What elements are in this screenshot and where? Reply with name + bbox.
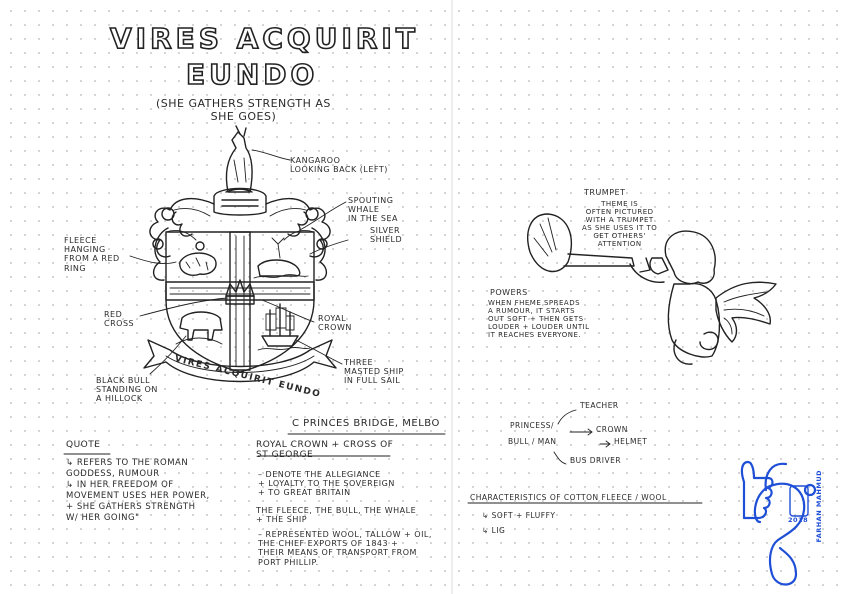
annotation-royal-crown: ROYAL CROWN [318,314,352,333]
annotation-lines-left [129,149,349,375]
kangaroo-crest [225,125,253,193]
mind-map-helmet: HELMET [614,437,648,446]
quote-heading: QUOTE [66,440,101,450]
rumour-angel-drawing [527,213,777,365]
mind-map-bull-man: BULL / MAN [508,437,557,446]
annotation-red-cross: RED CROSS [104,310,135,329]
mind-map-crown: CROWN [596,425,628,434]
shield [165,231,315,373]
trumpet-heading: TRUMPET [584,188,626,197]
annotation-ship: THREE MASTED SHIP IN FULL SAIL [344,358,404,386]
motto-translation: (SHE GATHERS STRENGTH AS SHE GOES) [156,97,331,123]
characteristics-item-2: ↳ LIG [482,526,506,535]
mind-map-bus-driver: BUS DRIVER [570,456,622,465]
annotation-bull: BLACK BULL STANDING ON A HILLOCK [96,376,158,404]
title-line-1: VIRES ACQUIRIT [109,21,419,56]
mantling-left [149,197,215,281]
farhan-mahmud-stamp-logo [740,460,817,586]
annotation-fleece: FLEECE HANGING FROM A RED RING [64,236,120,273]
annotation-whale: SPOUTING WHALE IN THE SEA [348,196,398,224]
fleece-text: – REPRESENTED WOOL, TALLOW + OIL, THE CH… [258,530,432,567]
trumpet-text: THEME IS OFTEN PICTURED WITH A TRUMPET A… [582,200,658,249]
characteristics-heading: CHARACTERISTICS OF COTTON FLEECE / WOOL [470,493,667,502]
annotation-kangaroo: KANGAROO LOOKING BACK (LEFT) [290,156,388,175]
mind-map-teacher: TEACHER [580,401,619,410]
stamp-name: FARHAN MAHMUD [815,470,823,543]
annotation-silver-shield: SILVER SHIELD [370,226,403,245]
mantling-right [265,197,331,281]
title-line-2: EUNDO [185,57,319,92]
mind-map-princess: PRINCESS/ [510,421,555,430]
coat-of-arms-drawing [143,125,337,383]
characteristics-item-1: ↳ SOFT + FLUFFY [482,511,556,520]
fleece-heading: THE FLEECE, THE BULL, THE WHALE + THE SH… [256,506,417,525]
crown-text: – DENOTE THE ALLEGIANCE + LOYALTY TO THE… [258,470,395,498]
image-credit: C PRINCES BRIDGE, MELBO [292,418,440,429]
mind-map-arrows [553,409,611,465]
motto-ribbon [143,339,337,383]
crown-heading: ROYAL CROWN + CROSS OF ST GEORGE [256,440,394,461]
powers-heading: POWERS [490,288,528,297]
quote-text: ↳ REFERS TO THE ROMAN GODDESS, RUMOUR ↳ … [66,458,210,524]
stamp-year: 2018 [788,516,809,524]
powers-text: WHEN FHEME SPREADS A RUMOUR, IT STARTS O… [488,299,590,340]
